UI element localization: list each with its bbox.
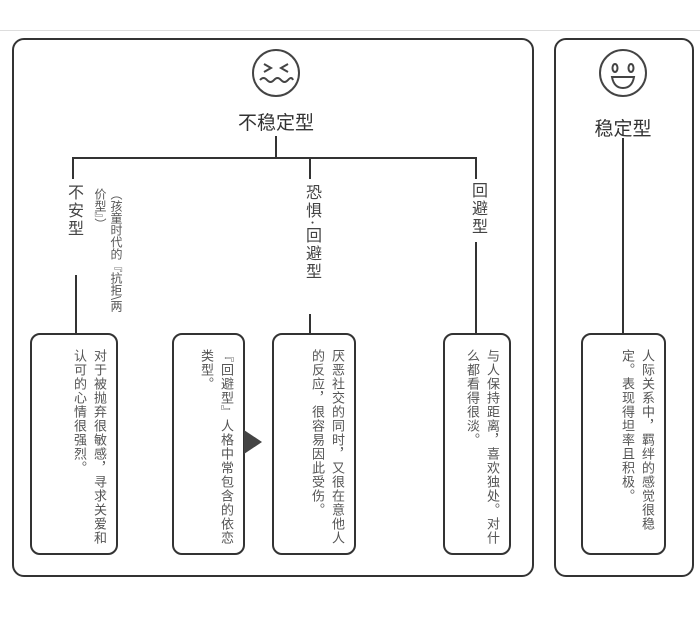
top-divider: [0, 30, 700, 31]
side-note-box: 『回避型』人格中常包含的依恋类型。: [172, 333, 245, 555]
side-note-text: 『回避型』人格中常包含的依恋类型。: [198, 349, 233, 545]
branch-label-fearful-avoidant: 恐惧·回避型: [303, 184, 322, 282]
stable-panel: [554, 38, 694, 577]
connector: [72, 157, 74, 179]
connector: [622, 138, 624, 334]
connector: [75, 275, 77, 335]
branch-label-anxious: 不安型: [65, 184, 84, 238]
smiling-face-icon: [599, 49, 647, 97]
desc-text: 对于被抛弃很敏感，寻求关爱和认可的心情很强烈。: [71, 349, 106, 545]
connector: [475, 157, 477, 179]
desc-box-avoidant: 与人保持距离，喜欢独处。对什么都看得很淡。: [443, 333, 511, 555]
connector: [475, 242, 477, 334]
unstable-panel: [12, 38, 534, 577]
desc-text: 与人保持距离，喜欢独处。对什么都看得很淡。: [464, 349, 499, 545]
connector: [275, 136, 277, 158]
branch-line: [72, 157, 477, 159]
desc-text: 厌恶社交的同时，又很在意他人的反应，很容易因此受伤。: [309, 349, 344, 545]
desc-text: 人际关系中，羁绊的感觉很稳定。表现得坦率且积极。: [619, 349, 654, 531]
stable-title: 稳定型: [594, 118, 652, 140]
desc-box-stable: 人际关系中，羁绊的感觉很稳定。表现得坦率且积极。: [581, 333, 666, 555]
desc-box-fearful-avoidant: 厌恶社交的同时，又很在意他人的反应，很容易因此受伤。: [272, 333, 356, 555]
connector: [309, 157, 311, 179]
anxious-face-icon: [252, 49, 300, 97]
unstable-title: 不稳定型: [237, 112, 314, 134]
connector: [309, 314, 311, 334]
arrow-right-icon: [244, 430, 262, 454]
branch-note-anxious: （孩童时代的『抗拒\两价型』）: [93, 188, 123, 313]
branch-label-avoidant: 回避型: [469, 182, 488, 236]
desc-box-anxious: 对于被抛弃很敏感，寻求关爱和认可的心情很强烈。: [30, 333, 118, 555]
